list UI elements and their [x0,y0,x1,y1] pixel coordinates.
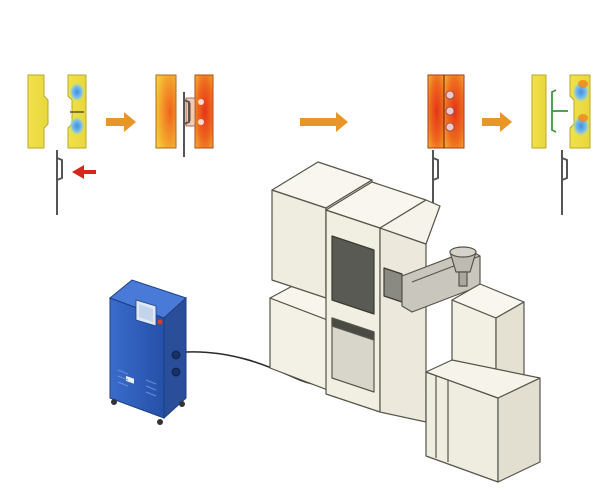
vent-grille [117,369,157,397]
hose-port [171,367,181,377]
molded-part [183,92,190,157]
mold-stage-3 [427,74,465,215]
molded-part [56,150,63,215]
flow-arrow-icon [106,112,136,132]
molded-part [561,150,568,215]
temperature-controller [109,160,187,425]
caster-wheel [157,419,163,425]
flow-arrow-icon [300,112,348,132]
mold-left-half [155,74,177,149]
hopper-top [449,246,477,258]
viewing-window [331,235,375,315]
clamp-upper-front [271,189,327,299]
flow-arrow-icon [482,112,512,132]
machine-mid-top [379,199,441,245]
mold-stage-1 [27,74,96,215]
mold-left-half [531,74,547,149]
indicator-light [157,319,163,325]
ejected-part [551,89,568,133]
hose-port [171,350,181,360]
mold-stage-4 [531,74,591,215]
caster-wheel [111,399,117,405]
mold-stage-2 [155,74,214,157]
label-plate [126,375,134,384]
machine-mid-front [379,227,427,423]
red-arrow-icon [72,165,96,179]
mold-left-half [427,74,445,149]
mold-right-half [194,74,214,149]
mold-left-half [27,74,49,149]
injection-molding-machine [269,161,541,483]
cooling-zone [69,116,85,136]
cooling-zone [69,82,85,102]
tie-bar-window [383,267,403,303]
caster-wheel [179,401,185,407]
